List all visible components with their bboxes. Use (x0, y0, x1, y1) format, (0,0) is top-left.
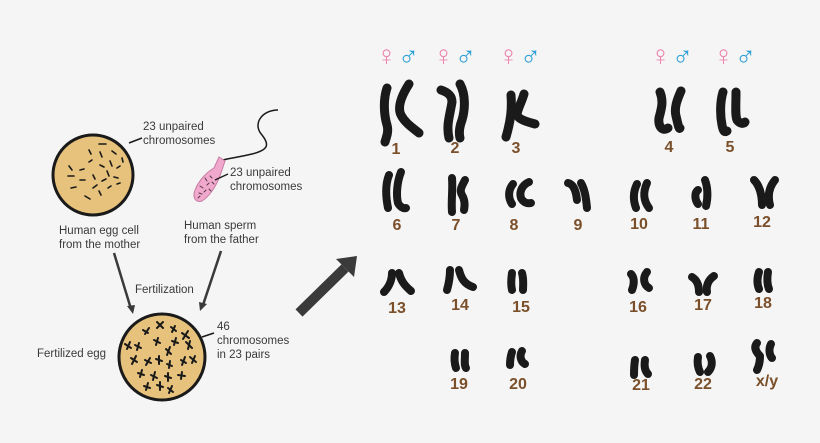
chromosome-pair-9 (564, 179, 591, 212)
pair-label: 22 (694, 376, 712, 393)
chromosome-pair-15 (507, 269, 528, 294)
pair-label: 7 (451, 217, 461, 234)
chromosome-pair-4 (654, 86, 686, 134)
pair-label: 21 (632, 377, 650, 394)
pair-label: x/y (755, 373, 779, 390)
pair-label: 19 (450, 376, 468, 393)
female-symbol-icon: ♀ (433, 40, 454, 71)
chromosome-pair-18 (753, 268, 773, 293)
male-symbol-icon: ♂ (398, 40, 419, 71)
pair-label: 1 (391, 141, 401, 158)
pair-label: 11 (692, 216, 710, 233)
chromosome-pair-20 (506, 347, 529, 369)
sperm-callout: 23 unpaired chromosomes (230, 167, 303, 193)
fertilized-egg-label: Fertilized egg (37, 348, 107, 360)
pair-label: 2 (450, 140, 460, 157)
sperm-cell (193, 109, 279, 202)
female-symbol-icon: ♀ (713, 40, 734, 71)
pair-label: 4 (664, 139, 674, 156)
pair-label: 20 (509, 376, 527, 393)
pair-label: 13 (388, 300, 406, 317)
pair-label: 14 (451, 297, 469, 314)
chromosome-pair-22 (693, 352, 716, 376)
chromosome-pair-11 (691, 176, 712, 210)
female-symbol-icon: ♀ (376, 40, 397, 71)
pair-label: 18 (754, 295, 772, 312)
pair-label: 8 (509, 217, 519, 234)
male-symbol-icon: ♂ (735, 40, 756, 71)
sperm-caption: Human sperm from the father (184, 220, 259, 246)
male-symbol-icon: ♂ (672, 40, 693, 71)
chromosome-pair-5 (716, 87, 750, 137)
chromosome-pair-21 (630, 356, 652, 379)
male-symbol-icon: ♂ (455, 40, 476, 71)
chromosome-pair-12 (750, 176, 779, 209)
female-symbol-icon: ♀ (650, 40, 671, 71)
chromosome-pair-1 (379, 79, 424, 147)
egg-callout: 23 unpaired chromosomes (143, 121, 216, 147)
pair-label: 5 (725, 139, 735, 156)
chromosome-pair-17 (688, 272, 718, 296)
pair-label: 9 (573, 217, 583, 234)
big-arrow (295, 256, 357, 317)
pair-label: 15 (512, 299, 530, 316)
pair-label: 12 (753, 214, 771, 231)
chromosome-pair-7 (447, 174, 469, 216)
pair-label: 6 (392, 217, 402, 234)
pair-label: 3 (511, 140, 521, 157)
chromosome-pair-8 (505, 178, 535, 208)
chromosome-pair-10 (629, 179, 653, 212)
chromosome-pair-x-y (751, 339, 776, 374)
chromosome-pair-13 (380, 269, 415, 296)
chromosome-pair-3 (501, 89, 540, 142)
egg-cell (51, 133, 143, 217)
fertilization-arrows (112, 250, 223, 314)
male-symbol-icon: ♂ (520, 40, 541, 71)
fertilization-label: Fertilization (135, 284, 194, 296)
fertilized-egg-callout: 46 chromosomes in 23 pairs (217, 321, 290, 361)
fertilized-egg (117, 312, 215, 402)
chromosome-pair-2 (436, 79, 469, 143)
chromosome-pair-6 (382, 168, 410, 213)
egg-caption: Human egg cell from the mother (59, 225, 141, 251)
chromosome-pair-16 (627, 268, 653, 294)
pair-label: 16 (629, 299, 647, 316)
pair-label: 17 (694, 297, 712, 314)
chromosome-pair-19 (450, 349, 470, 372)
pair-label: 10 (630, 216, 648, 233)
chromosome-pair-14 (443, 266, 477, 294)
female-symbol-icon: ♀ (498, 40, 519, 71)
